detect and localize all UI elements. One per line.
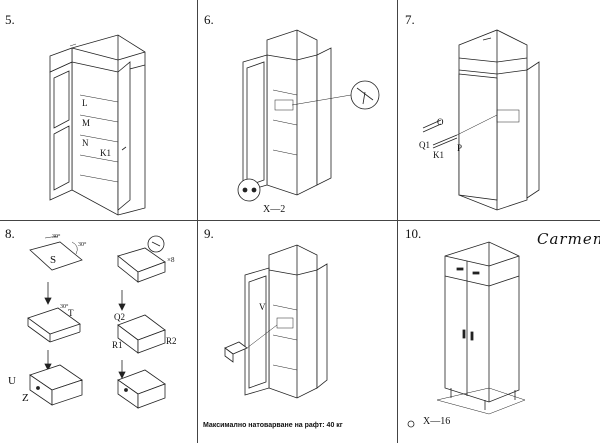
step-10-panel: 10. Carmen X—16 (397, 220, 600, 443)
grid-divider-v2 (397, 0, 398, 443)
brand-logo: Carmen (537, 230, 600, 248)
part-label-R1: R1 (112, 340, 123, 350)
part-label-Z: Z (22, 392, 29, 404)
cabinet-illustration (49, 34, 146, 216)
step-5-panel: 5. L M N K1 (0, 0, 197, 220)
step-8-panel: 8. (0, 220, 197, 443)
part-label-Q1: Q1 (419, 140, 430, 150)
part-label-V: V (259, 302, 266, 312)
screw-count: X—2 (263, 204, 286, 215)
part-label-Q2: Q2 (114, 312, 125, 322)
step-number: 7. (405, 12, 415, 27)
grid-divider-v1 (197, 0, 198, 443)
step-6-panel: 6. X—2 (197, 0, 397, 220)
angle-label-2: 30° (78, 242, 87, 248)
part-label-L: L (82, 98, 88, 108)
angle-label-1: 30° (52, 234, 61, 240)
step-number: 6. (204, 12, 214, 27)
part-label-M: M (82, 118, 91, 128)
grid-divider-h (0, 220, 600, 221)
part-label-P: P (457, 143, 463, 153)
leg-screw-count: X—16 (423, 416, 451, 427)
step-number: 9. (204, 226, 214, 241)
cabinet-illustration (224, 244, 328, 399)
part-label-R2: R2 (166, 336, 177, 346)
max-load-note: Максимално натоварване на рафт: 40 кг (203, 422, 343, 429)
cabinet-illustration (237, 29, 380, 202)
part-label-K1: K1 (433, 150, 444, 160)
step-7-panel: 7. O Q1 K1 P (397, 0, 600, 220)
part-label-N: N (82, 138, 89, 148)
part-label-O: O (437, 117, 444, 127)
part-label-K: K1 (100, 148, 111, 158)
cabinet-illustration (407, 241, 526, 428)
step-number: 10. (405, 226, 422, 241)
part-label-U: U (8, 375, 16, 387)
cabinet-illustration (422, 29, 540, 211)
part-label-S: S (50, 254, 57, 266)
drawer-assembly-illustration (27, 235, 166, 409)
step-9-panel: 9. V Максимално натоварване на рафт: 40 … (197, 220, 397, 443)
step-number: 8. (5, 226, 15, 241)
part-label-T: T (68, 308, 74, 318)
screw-count: ×8 (167, 256, 175, 264)
step-number: 5. (5, 12, 15, 27)
angle-label-3: 30° (60, 304, 69, 310)
